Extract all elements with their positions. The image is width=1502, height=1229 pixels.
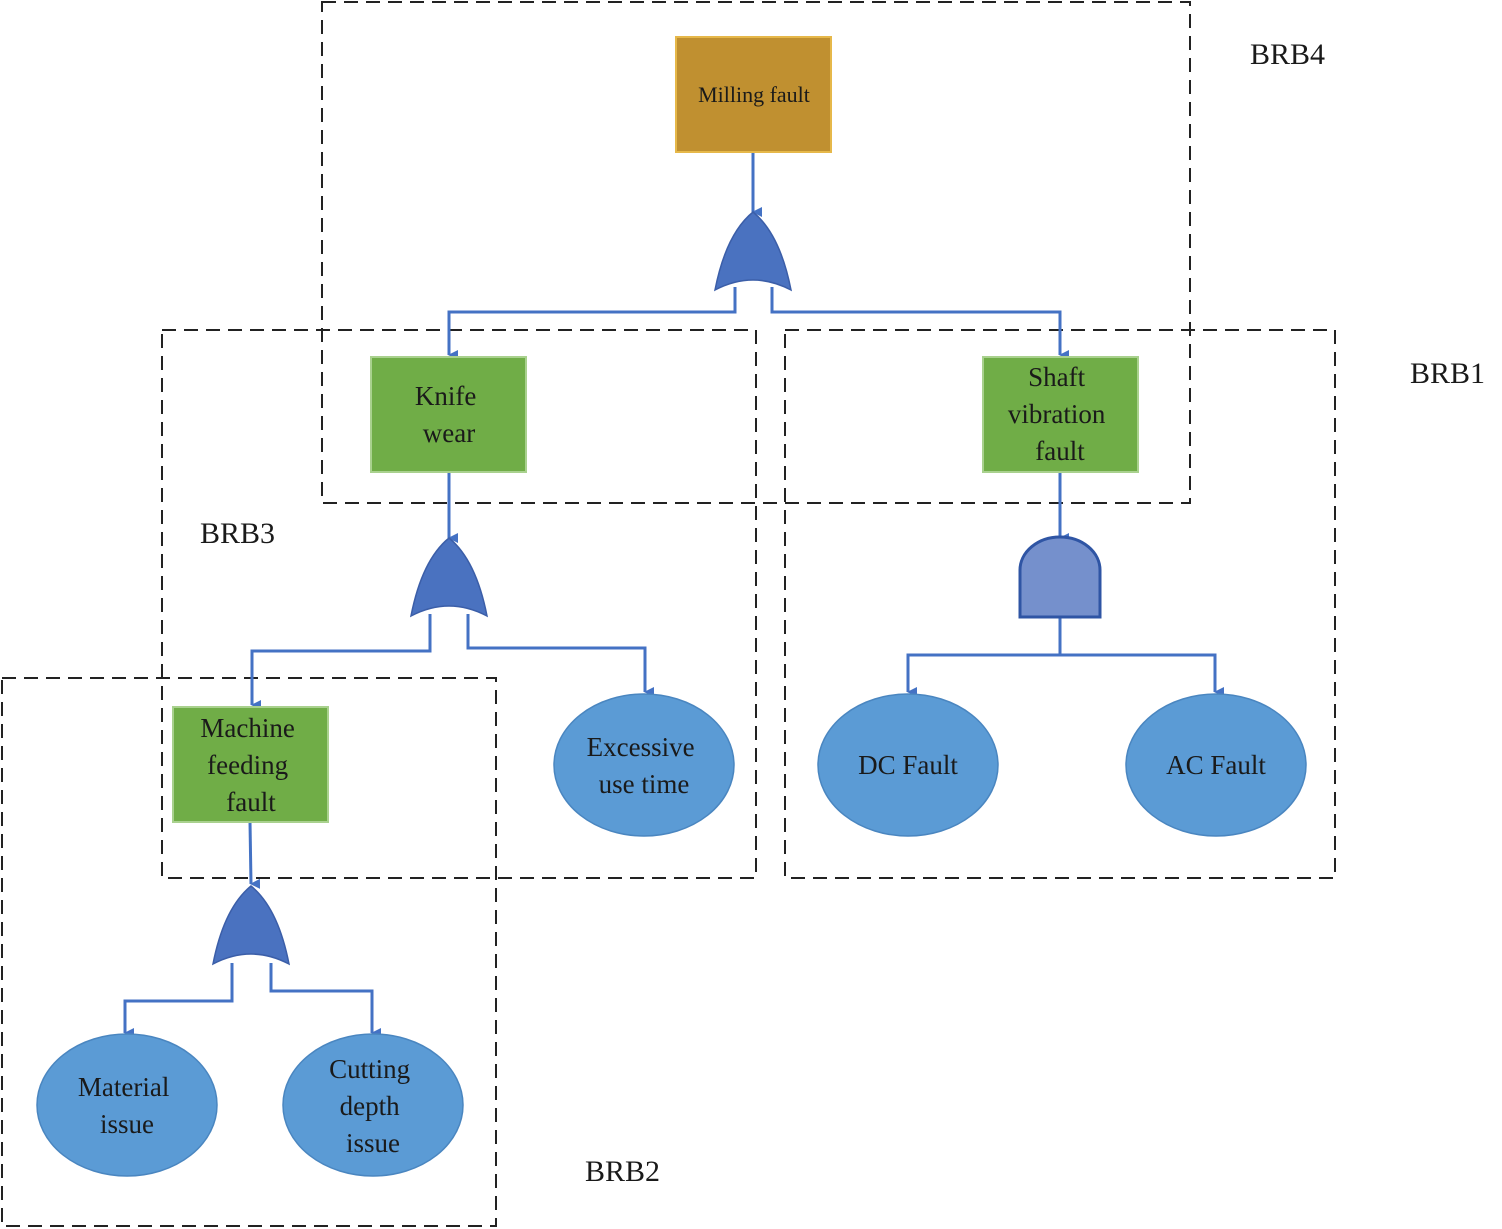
brb2-boundary xyxy=(1,677,497,1227)
brb1-label: BRB1 xyxy=(1410,357,1485,390)
connector-shaftgate-to-dc xyxy=(906,618,1062,697)
connector-knifegate-to-feeding xyxy=(250,614,432,710)
brb3-label: BRB3 xyxy=(200,517,275,550)
excessive-use-ellipse xyxy=(553,693,735,837)
material-issue-ellipse xyxy=(36,1033,218,1177)
shaft-vibration-box xyxy=(982,356,1139,473)
top-event-label: Milling fault xyxy=(698,82,810,107)
machine-feeding-label: Machine feeding fault xyxy=(200,713,301,817)
cutting-depth-ellipse xyxy=(282,1033,464,1177)
connector-shaftgate-to-ac xyxy=(1060,653,1224,697)
dc-fault-label: DC Fault xyxy=(858,750,958,780)
or-gate-icon xyxy=(713,211,793,292)
connector-feedinggate-to-cutting xyxy=(269,963,381,1038)
machine-feeding-box xyxy=(172,706,329,823)
material-issue-label: Material issue xyxy=(78,1072,176,1139)
brb4-label: BRB4 xyxy=(1250,38,1325,71)
brb4-boundary xyxy=(321,1,1191,504)
knife-wear-label: Knife wear xyxy=(415,381,483,448)
ac-fault-label: AC Fault xyxy=(1166,750,1266,780)
cutting-depth-label: Cutting depth issue xyxy=(329,1054,417,1158)
connector-feeding-to-gate xyxy=(248,821,261,889)
brb3-boundary xyxy=(161,329,757,879)
dc-fault-ellipse xyxy=(817,693,999,837)
connector-knifegate-to-excessive xyxy=(466,614,654,697)
brb2-label: BRB2 xyxy=(585,1155,660,1188)
or-gate-icon xyxy=(211,885,291,966)
or-gate-icon xyxy=(409,537,489,618)
connector-gate-to-knife-wear xyxy=(447,287,737,360)
knife-wear-box xyxy=(370,356,527,473)
top-event-box xyxy=(675,36,832,153)
connector-feedinggate-to-material xyxy=(123,963,234,1038)
and-gate-icon xyxy=(1018,535,1102,619)
excessive-use-label: Excessive use time xyxy=(587,732,702,799)
connector-gate-to-shaft xyxy=(770,287,1069,360)
ac-fault-ellipse xyxy=(1125,693,1307,837)
shaft-vibration-label: Shaft vibration fault xyxy=(1008,362,1112,466)
